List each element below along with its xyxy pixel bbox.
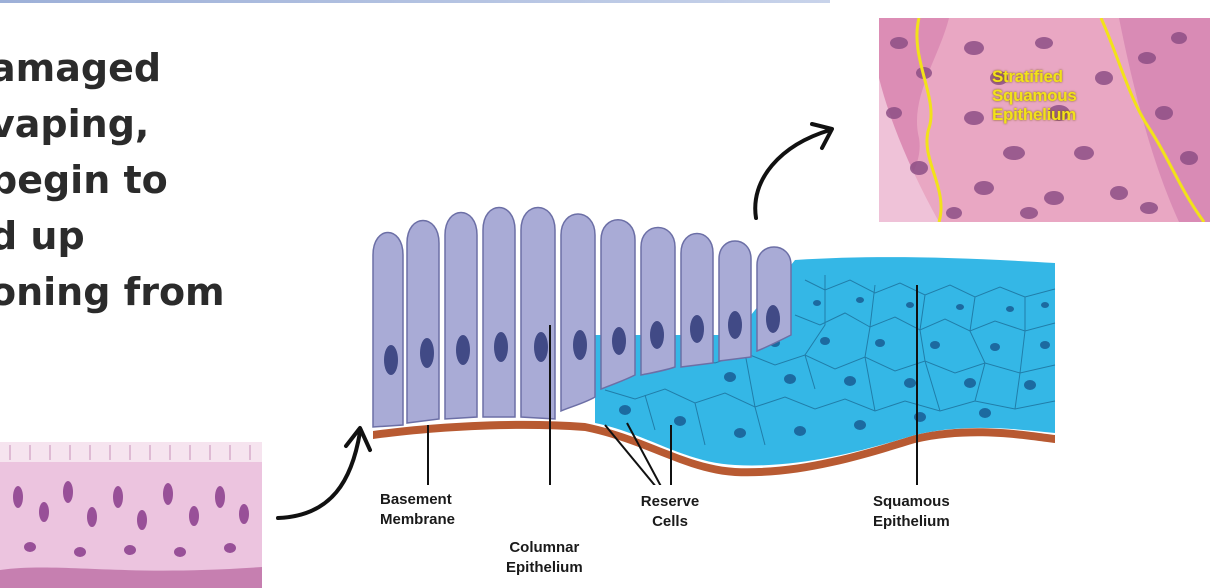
label-line: Reserve	[630, 492, 710, 512]
label-squamous-epithelium: Squamous Epithelium	[873, 492, 950, 532]
slide-text-line: begin to	[0, 152, 330, 208]
slide-text-line: amaged	[0, 40, 330, 96]
label-line: Epithelium	[873, 512, 950, 532]
slide-text-line: vaping,	[0, 96, 330, 152]
micrograph-label-line: Stratified	[992, 67, 1077, 86]
label-reserve-cells: Reserve Cells	[630, 492, 710, 532]
slide-top-rule	[0, 0, 830, 3]
slide-body-text: amaged vaping, begin to d up oning from	[0, 40, 330, 320]
micrograph-label-line: Squamous	[992, 86, 1077, 105]
label-columnar-epithelium: Columnar Epithelium	[506, 538, 583, 578]
micrograph-label: Stratified Squamous Epithelium	[992, 67, 1077, 124]
epithelium-diagram	[355, 185, 1075, 485]
label-line: Basement	[380, 490, 455, 510]
curved-arrow-icon	[740, 120, 850, 225]
micrograph-image	[0, 442, 262, 588]
label-line: Columnar	[506, 538, 583, 558]
slide-text-line: oning from	[0, 264, 330, 320]
label-line: Membrane	[380, 510, 455, 530]
micrograph-label-line: Epithelium	[992, 105, 1077, 124]
label-line: Cells	[630, 512, 710, 532]
slide-text-line: d up	[0, 208, 330, 264]
label-line: Squamous	[873, 492, 950, 512]
label-line: Epithelium	[506, 558, 583, 578]
label-basement-membrane: Basement Membrane	[380, 490, 455, 530]
curved-arrow-icon	[272, 420, 382, 525]
columnar-epithelium-micrograph	[0, 442, 262, 588]
diagram-canvas	[355, 185, 1075, 485]
